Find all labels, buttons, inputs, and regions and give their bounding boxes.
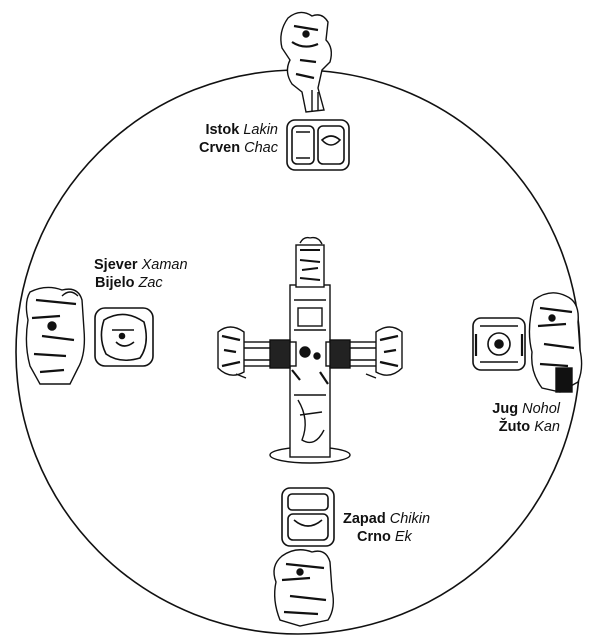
label-south-color: Žuto Kan <box>440 418 560 436</box>
south-color: Žuto <box>499 419 530 435</box>
label-east-direction: Istok Lakin <box>150 121 278 139</box>
label-east: Istok Lakin Crven Chac <box>150 121 278 157</box>
east-color-maya: Chac <box>244 140 278 156</box>
south-direction-maya: Nohol <box>522 401 560 417</box>
label-west: Zapad Chikin Crno Ek <box>343 510 430 546</box>
label-east-color: Crven Chac <box>150 139 278 157</box>
maya-day-glyph-south-icon <box>473 318 525 370</box>
label-west-direction: Zapad Chikin <box>343 510 430 528</box>
maya-day-glyph-north-icon <box>95 308 153 366</box>
west-direction-maya: Chikin <box>390 511 430 527</box>
north-direction: Sjever <box>94 257 138 273</box>
world-tree-cross-icon <box>218 238 402 463</box>
north-direction-maya: Xaman <box>142 257 188 273</box>
east-direction-maya: Lakin <box>243 122 278 138</box>
south-direction: Jug <box>492 401 518 417</box>
label-west-color: Crno Ek <box>343 528 430 546</box>
label-north-color: Bijelo Zac <box>88 274 188 292</box>
label-south-direction: Jug Nohol <box>440 400 560 418</box>
north-color-maya: Zac <box>139 275 163 291</box>
label-south: Jug Nohol Žuto Kan <box>440 400 560 436</box>
west-color: Crno <box>357 529 391 545</box>
east-color: Crven <box>199 140 240 156</box>
maya-day-glyph-west-icon <box>282 488 334 546</box>
deity-figure-north-icon <box>26 287 84 384</box>
deity-figure-south-icon <box>529 293 581 392</box>
west-direction: Zapad <box>343 511 386 527</box>
south-color-maya: Kan <box>534 419 560 435</box>
west-color-maya: Ek <box>395 529 412 545</box>
maya-day-glyph-east-icon <box>287 120 349 170</box>
deity-figure-west-icon <box>274 550 333 626</box>
east-direction: Istok <box>205 122 239 138</box>
label-north-direction: Sjever Xaman <box>88 256 188 274</box>
north-color: Bijelo <box>95 275 134 291</box>
deity-figure-east-icon <box>281 12 331 112</box>
label-north: Sjever Xaman Bijelo Zac <box>88 256 188 292</box>
